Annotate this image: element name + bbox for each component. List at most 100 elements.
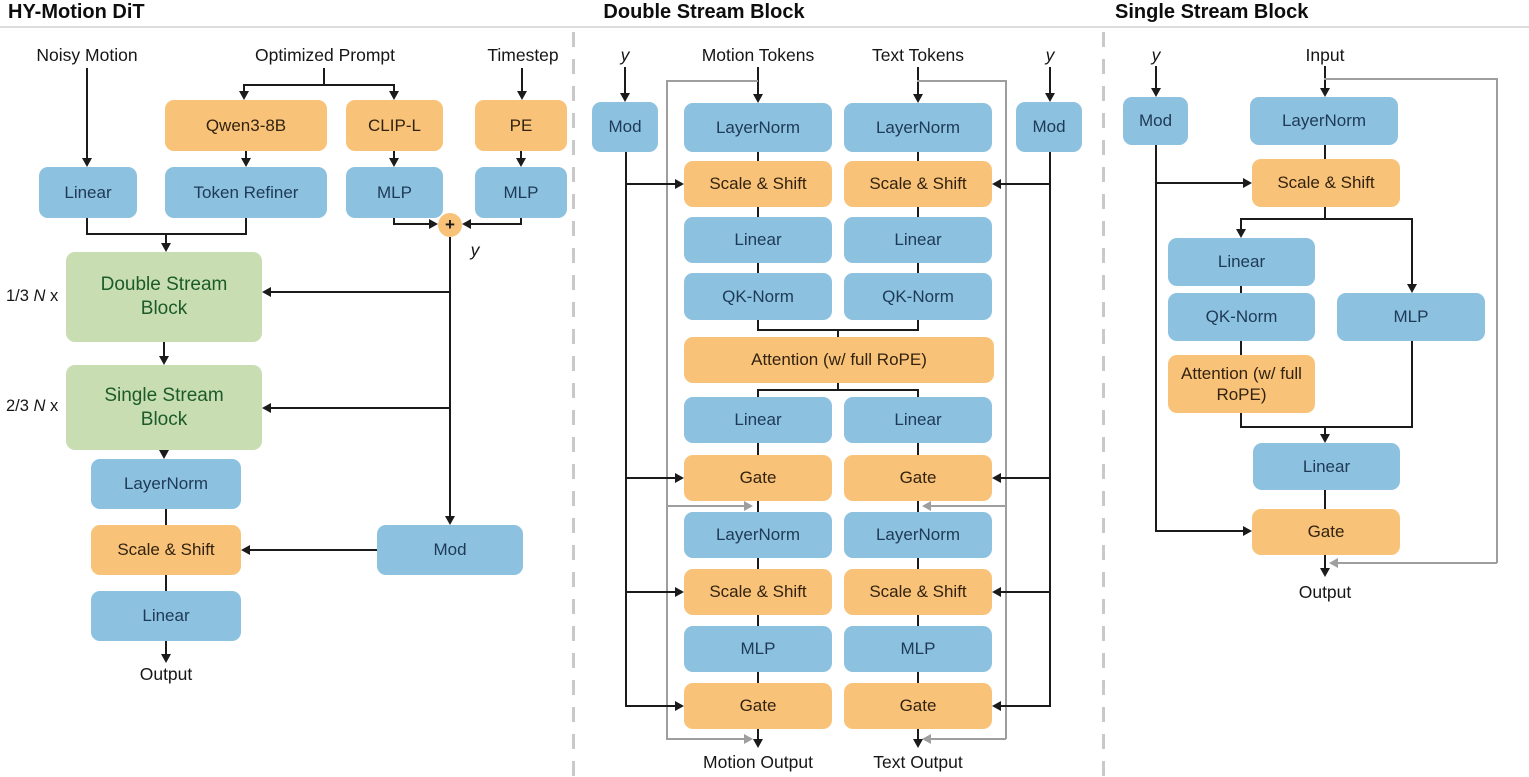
connector (757, 152, 759, 161)
connector (1155, 530, 1243, 532)
arrow (1320, 568, 1330, 577)
mod-right-box: Mod (1016, 102, 1082, 152)
residual-arrow (744, 501, 753, 511)
motion-linear1-box: Linear (684, 217, 832, 263)
panel-title-hy-motion-dit: HY-Motion DiT (8, 1, 145, 23)
panel-separator-right (1102, 32, 1105, 777)
connector (471, 223, 522, 225)
residual-connector (666, 80, 758, 82)
arrow (389, 91, 399, 100)
residual-connector (917, 80, 1006, 82)
connector (757, 729, 759, 740)
single-scale-shift-box: Scale & Shift (1252, 159, 1400, 207)
mod-box: Mod (377, 525, 523, 575)
arrow (516, 158, 526, 167)
arrow (992, 587, 1001, 597)
mlp-clip-box: MLP (346, 167, 443, 218)
connector (1240, 426, 1413, 428)
text-linear2-box: Linear (844, 397, 992, 443)
residual-arrow (1329, 558, 1338, 568)
connector (917, 263, 919, 273)
attention-box: Attention (w/ full RoPE) (684, 337, 994, 383)
connector (271, 291, 451, 293)
arrow (82, 158, 92, 167)
single-qk-norm-box: QK-Norm (1168, 293, 1315, 341)
residual-connector (1338, 562, 1497, 564)
connector (757, 263, 759, 273)
arrow (1243, 526, 1252, 536)
connector (393, 218, 395, 225)
text-scale-shift2-box: Scale & Shift (844, 569, 992, 615)
final-layernorm-box: LayerNorm (91, 459, 241, 509)
text-layernorm1-box: LayerNorm (844, 103, 992, 152)
connector (1411, 218, 1413, 284)
connector (1155, 145, 1157, 532)
panel-separator-left (572, 32, 575, 777)
connector (1411, 341, 1413, 428)
arrow (992, 701, 1001, 711)
arrow (159, 450, 169, 459)
single-stream-block-box: Single Stream Block (66, 365, 262, 450)
arrow (1151, 88, 1161, 97)
connector (1240, 413, 1242, 428)
arrow (1320, 434, 1330, 443)
connector (520, 151, 522, 158)
arrow (1320, 88, 1330, 97)
connector (624, 67, 626, 94)
connector (165, 509, 167, 525)
text-scale-shift1-box: Scale & Shift (844, 161, 992, 207)
residual-arrow (744, 734, 753, 744)
text-gate2-box: Gate (844, 683, 992, 729)
single-mod-box: Mod (1123, 97, 1188, 145)
connector (625, 705, 675, 707)
qwen-box: Qwen3-8B (165, 100, 327, 151)
residual-connector (666, 80, 668, 739)
connector (449, 237, 451, 517)
label-motion-tokens: Motion Tokens (701, 45, 815, 65)
arrow (675, 473, 684, 483)
connector (165, 233, 167, 244)
single-linear-qkv-box: Linear (1168, 238, 1315, 286)
label-ssb-multiplier: 2/3 N x (6, 397, 59, 415)
final-linear-box: Linear (91, 591, 241, 641)
double-stream-block-box: Double Stream Block (66, 252, 262, 342)
arrow (161, 243, 171, 252)
motion-scale-shift1-box: Scale & Shift (684, 161, 832, 207)
label-single-output: Output (1298, 582, 1352, 602)
label-output: Output (139, 664, 193, 684)
arrow (262, 403, 271, 413)
mod-left-box: Mod (592, 102, 658, 152)
label-y-left: y (620, 45, 630, 65)
label-y-single: y (1151, 45, 1161, 65)
connector (625, 477, 675, 479)
motion-mlp-box: MLP (684, 626, 832, 672)
connector (917, 672, 919, 683)
token-refiner-box: Token Refiner (165, 167, 327, 218)
connector (1001, 477, 1051, 479)
connector (323, 68, 325, 85)
arrow (241, 545, 250, 555)
label-timestep: Timestep (487, 45, 559, 65)
motion-gate2-box: Gate (684, 683, 832, 729)
label-motion-output: Motion Output (703, 752, 813, 772)
connector (917, 320, 919, 331)
connector (165, 575, 167, 591)
label-y: y (470, 240, 480, 260)
arrow (445, 516, 455, 525)
connector (165, 641, 167, 654)
connector (837, 329, 839, 337)
connector (1155, 182, 1243, 184)
connector (244, 84, 395, 86)
connector (625, 591, 675, 593)
residual-connector (931, 505, 1006, 507)
label-text-output: Text Output (873, 752, 963, 772)
connector (250, 549, 377, 551)
arrow (1045, 93, 1055, 102)
connector (163, 342, 165, 356)
connector (1001, 591, 1051, 593)
motion-layernorm1-box: LayerNorm (684, 103, 832, 152)
connector (243, 84, 245, 92)
connector (625, 152, 627, 707)
single-layernorm-box: LayerNorm (1250, 97, 1398, 145)
